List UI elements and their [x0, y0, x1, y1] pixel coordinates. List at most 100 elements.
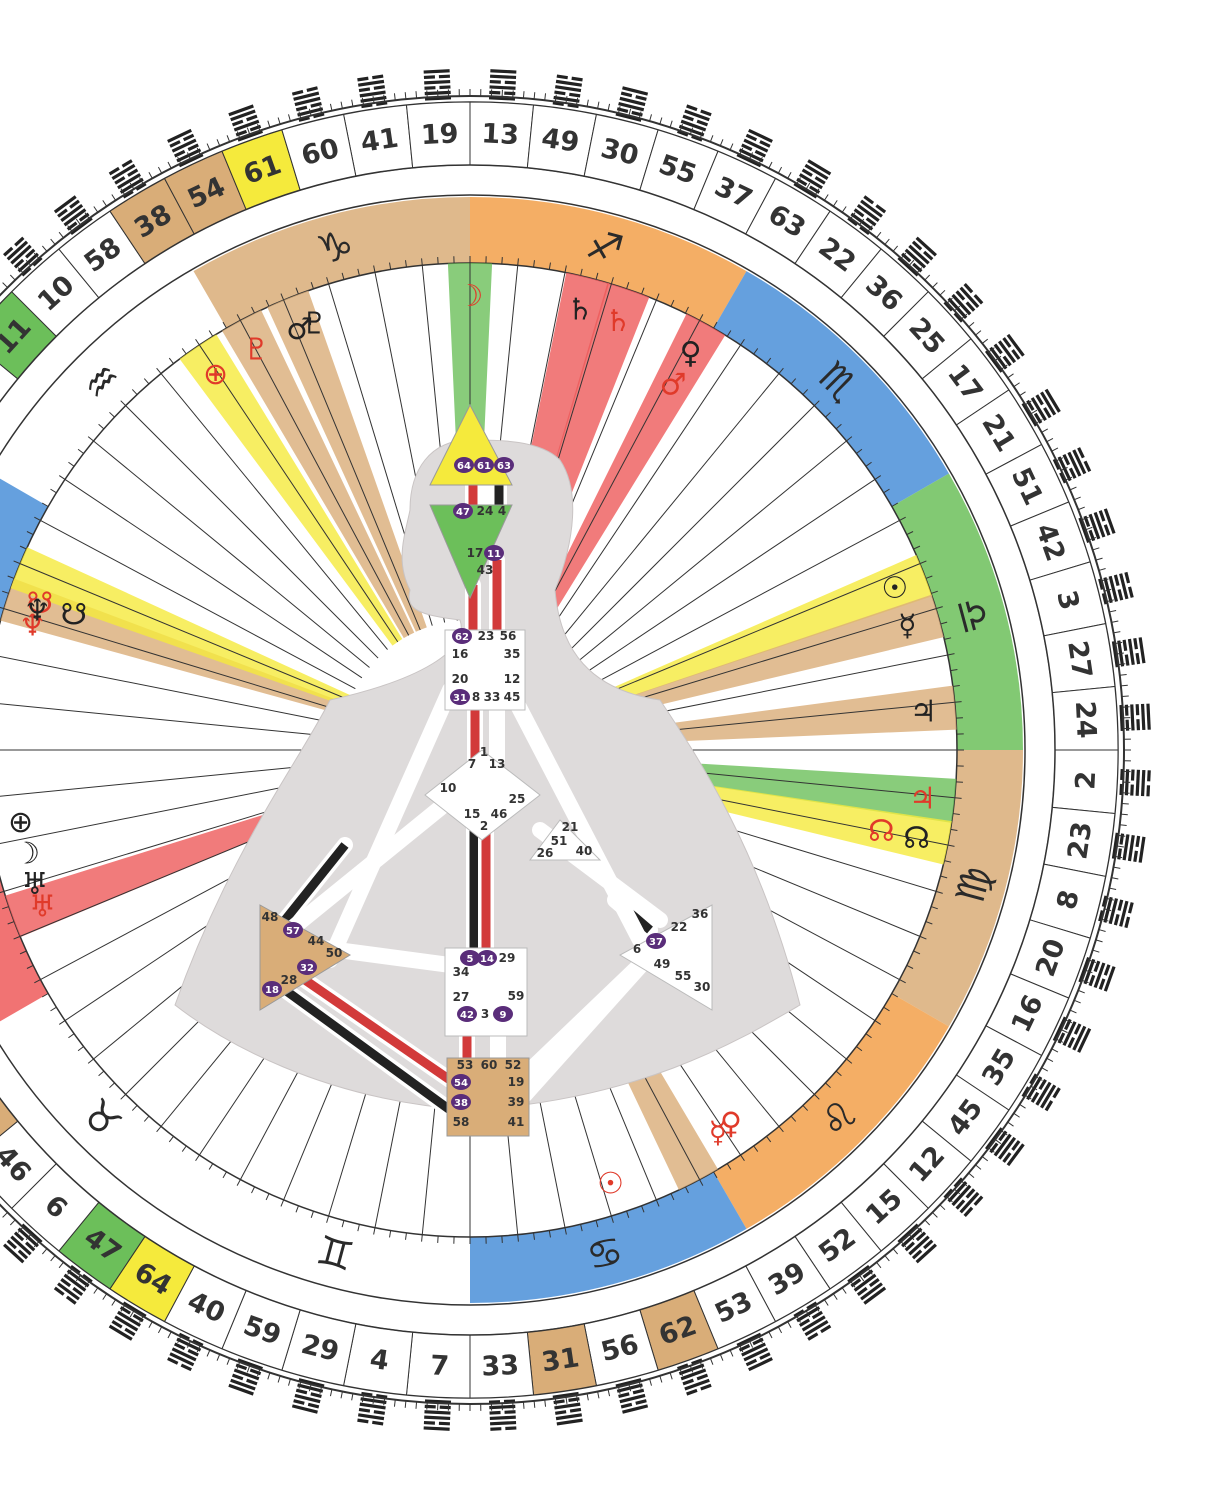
bodygraph-gate: 15 — [464, 807, 481, 821]
solar-plexus-center — [618, 904, 713, 1011]
bodygraph-gate: 10 — [440, 781, 457, 795]
defined-gate-marker — [460, 950, 480, 966]
colored-spoke — [589, 555, 933, 709]
defined-gate-marker — [451, 1094, 471, 1110]
planet-icon: ☋ — [60, 598, 87, 633]
bodygraph-gate: 3 — [481, 1007, 489, 1021]
planet-icon: ♄ — [605, 304, 632, 339]
bodygraph-gate: 8 — [472, 690, 480, 704]
spoke-line — [125, 405, 379, 659]
defined-gate-marker — [457, 1006, 477, 1022]
planet-icon: ♂ — [286, 312, 313, 347]
hexagram-icon — [984, 1127, 1025, 1167]
bodygraph-gate: 58 — [453, 1115, 470, 1129]
bodygraph-gate: 53 — [457, 1058, 474, 1072]
spoke-line — [64, 479, 363, 679]
planet-icon: ☉ — [597, 1167, 624, 1202]
zodiac-band — [470, 1171, 747, 1303]
gate-number: 33 — [481, 1350, 520, 1383]
hexagram-icon — [53, 1264, 93, 1305]
planet-icon: ☿ — [709, 1116, 727, 1151]
gate-number: 41 — [359, 123, 401, 159]
bodygraph-gate: 51 — [551, 834, 568, 848]
colored-spoke — [598, 685, 957, 745]
spoke-line — [530, 320, 701, 636]
spoke-line — [0, 656, 343, 726]
spoke-line — [0, 703, 341, 738]
bodygraph-gate: 16 — [452, 647, 469, 661]
gate-number: 24 — [1069, 700, 1102, 739]
bodygraph-gate: 7 — [468, 757, 476, 771]
planet-icon: ♇ — [301, 306, 328, 341]
planet-icon: ☽ — [457, 279, 484, 314]
bodygraph-gate: 36 — [692, 907, 709, 921]
bodygraph-gate: 59 — [508, 989, 525, 1003]
bodygraph-gate: 18 — [265, 985, 279, 996]
bodygraph-gate: 2 — [480, 819, 488, 833]
planet-icon: ♃ — [909, 782, 936, 817]
bodygraph-gate: 9 — [500, 1010, 507, 1021]
hexagram-icon — [1111, 832, 1146, 863]
zodiac-band — [193, 197, 470, 329]
spoke-line — [584, 519, 900, 690]
bodygraph-gate: 64 — [457, 461, 471, 472]
hexagram-icon — [488, 1399, 517, 1431]
bodygraph-gate: 49 — [654, 957, 671, 971]
bodygraph-gate: 60 — [481, 1058, 498, 1072]
bodygraph-gate: 25 — [509, 792, 526, 806]
bodygraph-gate: 27 — [453, 990, 470, 1004]
bodygraph-gate: 55 — [675, 969, 692, 983]
planet-icon: ♀ — [680, 336, 702, 371]
hexagram-icon — [3, 236, 43, 277]
bodygraph-gate: 26 — [537, 846, 554, 860]
gate-number: 7 — [430, 1350, 450, 1382]
bodygraph-gate: 11 — [487, 549, 501, 560]
planet-icon: ♇ — [243, 332, 270, 367]
bodygraph-gate: 5 — [467, 954, 474, 965]
bodygraph-gate: 61 — [477, 461, 491, 472]
bodygraph-gate: 39 — [508, 1095, 525, 1109]
ego-center — [529, 819, 602, 861]
hexagram-icon — [736, 128, 773, 168]
bodygraph-gate: 43 — [477, 563, 494, 577]
spoke-line — [570, 440, 847, 668]
defined-gate-marker — [477, 950, 497, 966]
planet-icon: ♅ — [29, 890, 56, 925]
bodygraph-gate: 13 — [489, 757, 506, 771]
colored-spoke — [179, 334, 403, 646]
zodiac-band — [713, 271, 949, 507]
bodygraph-gate: 4 — [498, 504, 506, 518]
gate-number: 31 — [540, 1342, 582, 1378]
spoke-line — [199, 344, 399, 643]
hexagram-icon — [943, 1177, 984, 1217]
bodygraph-gate: 41 — [508, 1115, 525, 1129]
hexagram-icon — [793, 159, 832, 199]
defined-gate-marker — [283, 922, 303, 938]
spoke-line — [239, 320, 410, 636]
defined-gate-marker — [484, 545, 504, 561]
defined-gate-marker — [646, 933, 666, 949]
bodygraph-gate: 6 — [633, 942, 641, 956]
gate-number: 23 — [1062, 820, 1098, 862]
defined-gate-marker — [452, 628, 472, 644]
defined-gate-marker — [297, 959, 317, 975]
planet-icon: ♀ — [720, 1107, 742, 1142]
spleen-center — [259, 904, 351, 1011]
zodiac-band — [0, 478, 49, 623]
zodiac-band — [0, 877, 49, 1022]
defined-gate-marker — [262, 981, 282, 997]
hexagram-icon — [228, 1358, 263, 1396]
hexagram-icon — [736, 1332, 773, 1372]
hexagram-ring — [3, 69, 1151, 1431]
hexagram-icon — [108, 1301, 147, 1341]
bodygraph-gate: 35 — [504, 647, 521, 661]
bodygraph-gate: 47 — [456, 507, 470, 518]
planet-symbols: ⊕♇♂♇☽♄♄♀♂☉☿♃♃☊☊♀☿☉♅♅☽⊕♆☋☋♆ — [8, 279, 937, 1202]
bodygraph-gate: 37 — [649, 937, 663, 948]
bodygraph-gate: 30 — [694, 980, 711, 994]
spoke-line — [594, 608, 937, 713]
hexagram-icon — [897, 236, 937, 277]
defined-gate-marker — [451, 1074, 471, 1090]
planet-icon: ☿ — [898, 609, 916, 644]
